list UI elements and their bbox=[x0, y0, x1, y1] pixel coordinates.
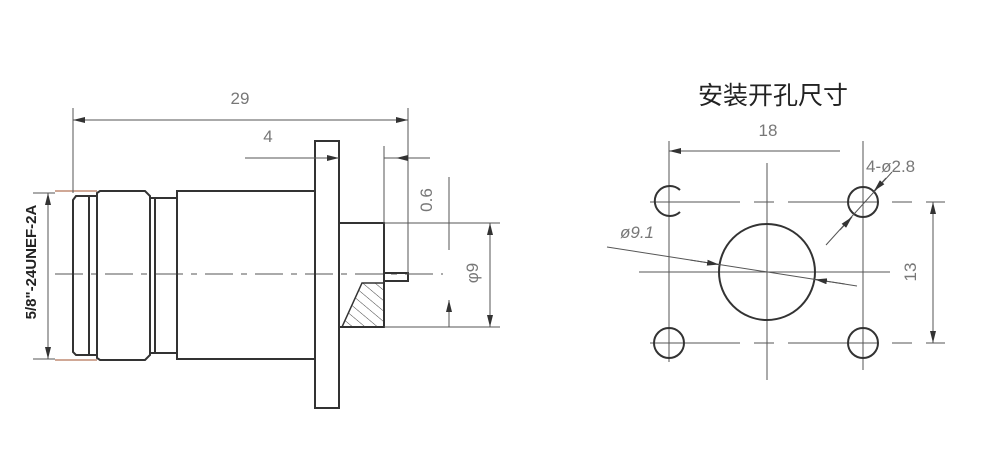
thread-spec: 5/8"-24UNEF-2A bbox=[23, 205, 40, 320]
dim-center-hole-diameter: ø9.1 bbox=[620, 223, 654, 242]
pin bbox=[383, 272, 409, 282]
mounting-hole bbox=[653, 327, 685, 359]
mounting-hole bbox=[847, 327, 879, 359]
dim-overall-length: 29 bbox=[231, 89, 250, 108]
dim-hole-spacing-vertical: 13 bbox=[901, 263, 920, 282]
dim-hole-spacing-horizontal: 18 bbox=[759, 121, 778, 140]
center-hole bbox=[718, 223, 816, 321]
dim-mounting-holes: 4-ø2.8 bbox=[866, 157, 915, 176]
mounting-hole bbox=[847, 186, 879, 218]
side-view: 29 4 0.6 φ9 5/8"-24UNEF-2A bbox=[23, 89, 500, 409]
mounting-hole bbox=[653, 185, 681, 217]
cutout-title: 安装开孔尺寸 bbox=[698, 81, 848, 110]
dim-flange-offset: 4 bbox=[263, 127, 272, 146]
panel-cutout-view: 安装开孔尺寸 18 13 ø9.1 4-ø2.8 bbox=[606, 81, 945, 380]
dim-pin-protrusion: 0.6 bbox=[417, 188, 436, 212]
dim-rear-diameter: φ9 bbox=[463, 263, 482, 283]
